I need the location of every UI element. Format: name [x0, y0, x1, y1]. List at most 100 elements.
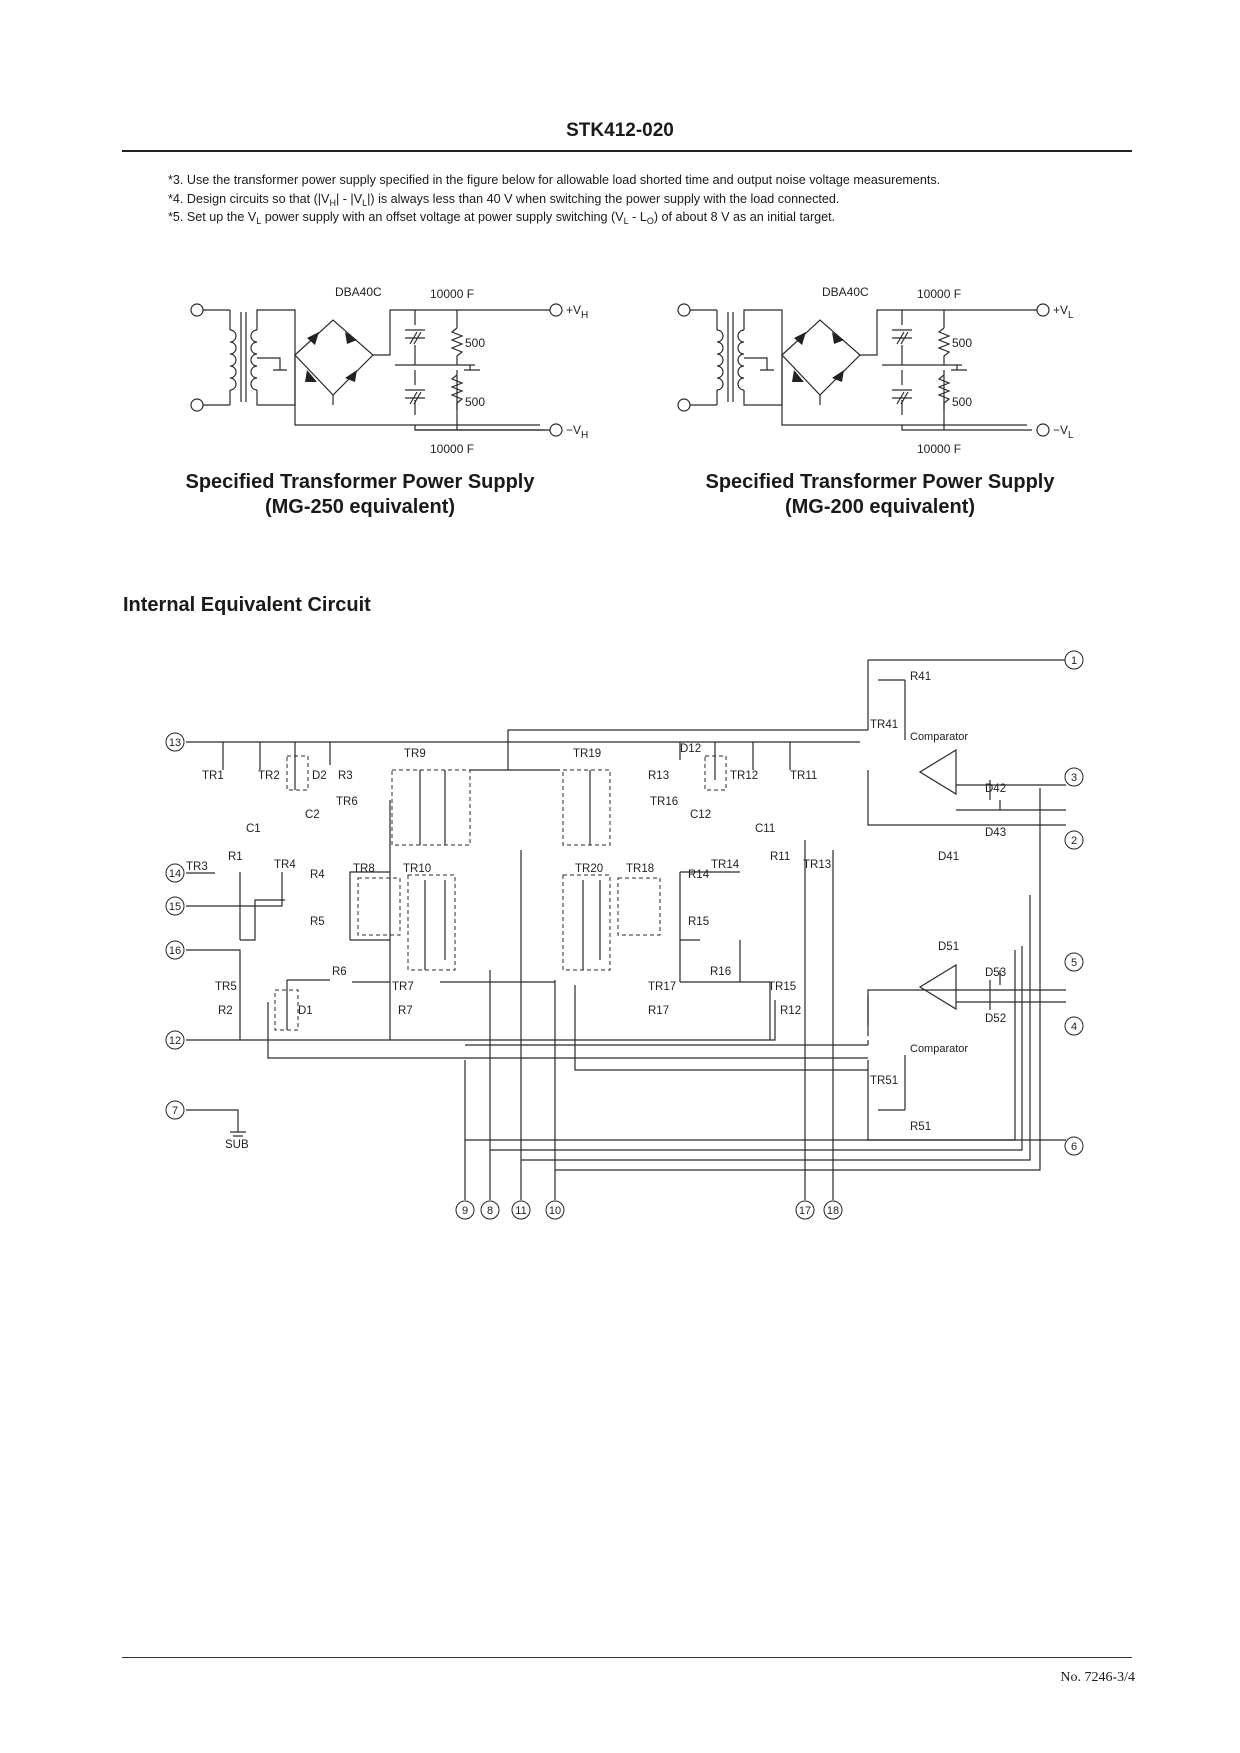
- pin-6-label: 6: [1071, 1141, 1077, 1153]
- ps1-wiring: [190, 303, 563, 437]
- note-4-text-b: | - |V: [335, 192, 363, 206]
- pin-14-circle: [165, 863, 185, 883]
- label-r41: R41: [910, 671, 931, 683]
- label-tr5: TR5: [215, 981, 237, 993]
- label-d12: D12: [680, 743, 701, 755]
- label-r12: R12: [780, 1005, 801, 1017]
- pin-5-label: 5: [1071, 957, 1077, 969]
- pin-7-label: 7: [172, 1105, 178, 1117]
- label-r7: R7: [398, 1005, 413, 1017]
- header-rule: [122, 150, 1132, 152]
- label-r51: R51: [910, 1121, 931, 1133]
- label-d51: D51: [938, 941, 959, 953]
- ps2-vpos-label: +VL: [1053, 303, 1074, 321]
- label-tr12: TR12: [730, 770, 758, 782]
- ps2-capacitor-symbols: [892, 329, 912, 405]
- page-number: No. 7246-3/4: [1060, 1670, 1135, 1685]
- label-tr13: TR13: [803, 859, 831, 871]
- label-r11: R11: [770, 851, 790, 863]
- label-d41: D41: [938, 851, 959, 863]
- pin-10-label: 10: [549, 1205, 561, 1217]
- ps2-caption-line1: Specified Transformer Power Supply: [705, 471, 1055, 493]
- label-tr18: TR18: [626, 863, 654, 875]
- label-tr4: TR4: [274, 859, 296, 871]
- pin-16-label: 16: [169, 945, 181, 957]
- power-supply-diagram-1: DBA40C 10000 F 10000 F 500 500 +VH −VH: [190, 285, 588, 456]
- comparator-1-label: Comparator: [910, 731, 968, 743]
- label-c11: C11: [755, 823, 775, 835]
- label-tr11: TR11: [790, 770, 817, 782]
- note-5-sub-l2: L: [623, 216, 629, 226]
- label-tr1: TR1: [202, 770, 224, 782]
- label-r15: R15: [688, 916, 709, 928]
- pin-9-circle: [455, 1200, 475, 1220]
- ps1-vpos-label: +VH: [566, 303, 588, 321]
- pin-1-circle: [1064, 650, 1084, 670]
- label-tr7: TR7: [392, 981, 414, 993]
- note-4-text-c: |) is always less than 40 V when switchi…: [367, 192, 840, 206]
- ps2-vpos-text: +V: [1053, 303, 1068, 317]
- note-4: *4. Design circuits so that (|VH| - |VL|…: [168, 192, 839, 208]
- label-tr19: TR19: [573, 748, 601, 760]
- ps1-vneg-label: −VH: [566, 423, 588, 441]
- label-r1: R1: [228, 851, 243, 863]
- label-c12: C12: [690, 809, 711, 821]
- ps1-diodes: [305, 332, 357, 382]
- note-5: *5. Set up the VL power supply with an o…: [168, 210, 835, 226]
- label-d43: D43: [985, 827, 1006, 839]
- note-5-sub-o: O: [646, 216, 654, 226]
- ps2-cap-bot-label: 10000 F: [917, 442, 961, 456]
- note-5-text-a: *5. Set up the V: [168, 210, 257, 224]
- ps1-vpos-text: +V: [566, 303, 581, 317]
- pin-16-circle: [165, 940, 185, 960]
- note-5-text-c: - L: [628, 210, 647, 224]
- pin-8-label: 8: [487, 1205, 493, 1217]
- footer-rule: [122, 1657, 1132, 1658]
- ps2-caption-line2: (MG-200 equivalent): [784, 496, 976, 518]
- ps2-vpos-sub: L: [1068, 310, 1074, 321]
- ps2-diodes: [792, 332, 844, 382]
- label-r14: R14: [688, 869, 710, 881]
- ps2-res-bot-label: 500: [952, 395, 972, 409]
- label-tr51: TR51: [870, 1075, 898, 1087]
- label-tr8: TR8: [353, 863, 375, 875]
- ps2-vneg-text: −V: [1053, 423, 1068, 437]
- ps2-res-top-label: 500: [952, 336, 972, 350]
- note-3: *3. Use the transformer power supply spe…: [168, 173, 941, 187]
- label-d53: D53: [985, 967, 1006, 979]
- ps1-caption-line1: Specified Transformer Power Supply: [185, 471, 535, 493]
- pin-4-label: 4: [1071, 1021, 1077, 1033]
- label-d2: D2: [312, 770, 327, 782]
- note-4-sub-l: L: [362, 198, 368, 208]
- label-tr20: TR20: [575, 863, 603, 875]
- label-r4: R4: [310, 869, 325, 881]
- label-tr10: TR10: [403, 863, 431, 875]
- ps1-caption-line2: (MG-250 equivalent): [264, 496, 456, 518]
- label-r5: R5: [310, 916, 325, 928]
- label-tr14: TR14: [711, 859, 740, 871]
- pin-3-circle: [1064, 767, 1084, 787]
- page-title: STK412-020: [566, 120, 674, 141]
- ps2-cap-top-label: 10000 F: [917, 287, 961, 301]
- pin-5-circle: [1064, 952, 1084, 972]
- label-r3: R3: [338, 770, 353, 782]
- pin-7-circle: [165, 1100, 185, 1120]
- pin-1-label: 1: [1071, 655, 1077, 667]
- label-tr17: TR17: [648, 981, 676, 993]
- label-d1: D1: [298, 1005, 313, 1017]
- pin-11-circle: [511, 1200, 531, 1220]
- pin-10-circle: [545, 1200, 565, 1220]
- pin-2-circle: [1064, 830, 1084, 850]
- label-d42: D42: [985, 783, 1006, 795]
- label-c1: C1: [246, 823, 261, 835]
- circuit-wiring: [186, 659, 1066, 1200]
- label-tr6: TR6: [336, 796, 358, 808]
- pin-15-label: 15: [169, 901, 181, 913]
- label-tr3: TR3: [186, 861, 208, 873]
- pin-2-label: 2: [1071, 835, 1077, 847]
- section-title: Internal Equivalent Circuit: [123, 594, 371, 616]
- pin-12-circle: [165, 1030, 185, 1050]
- ps1-res-top-label: 500: [465, 336, 485, 350]
- label-sub: SUB: [225, 1139, 249, 1151]
